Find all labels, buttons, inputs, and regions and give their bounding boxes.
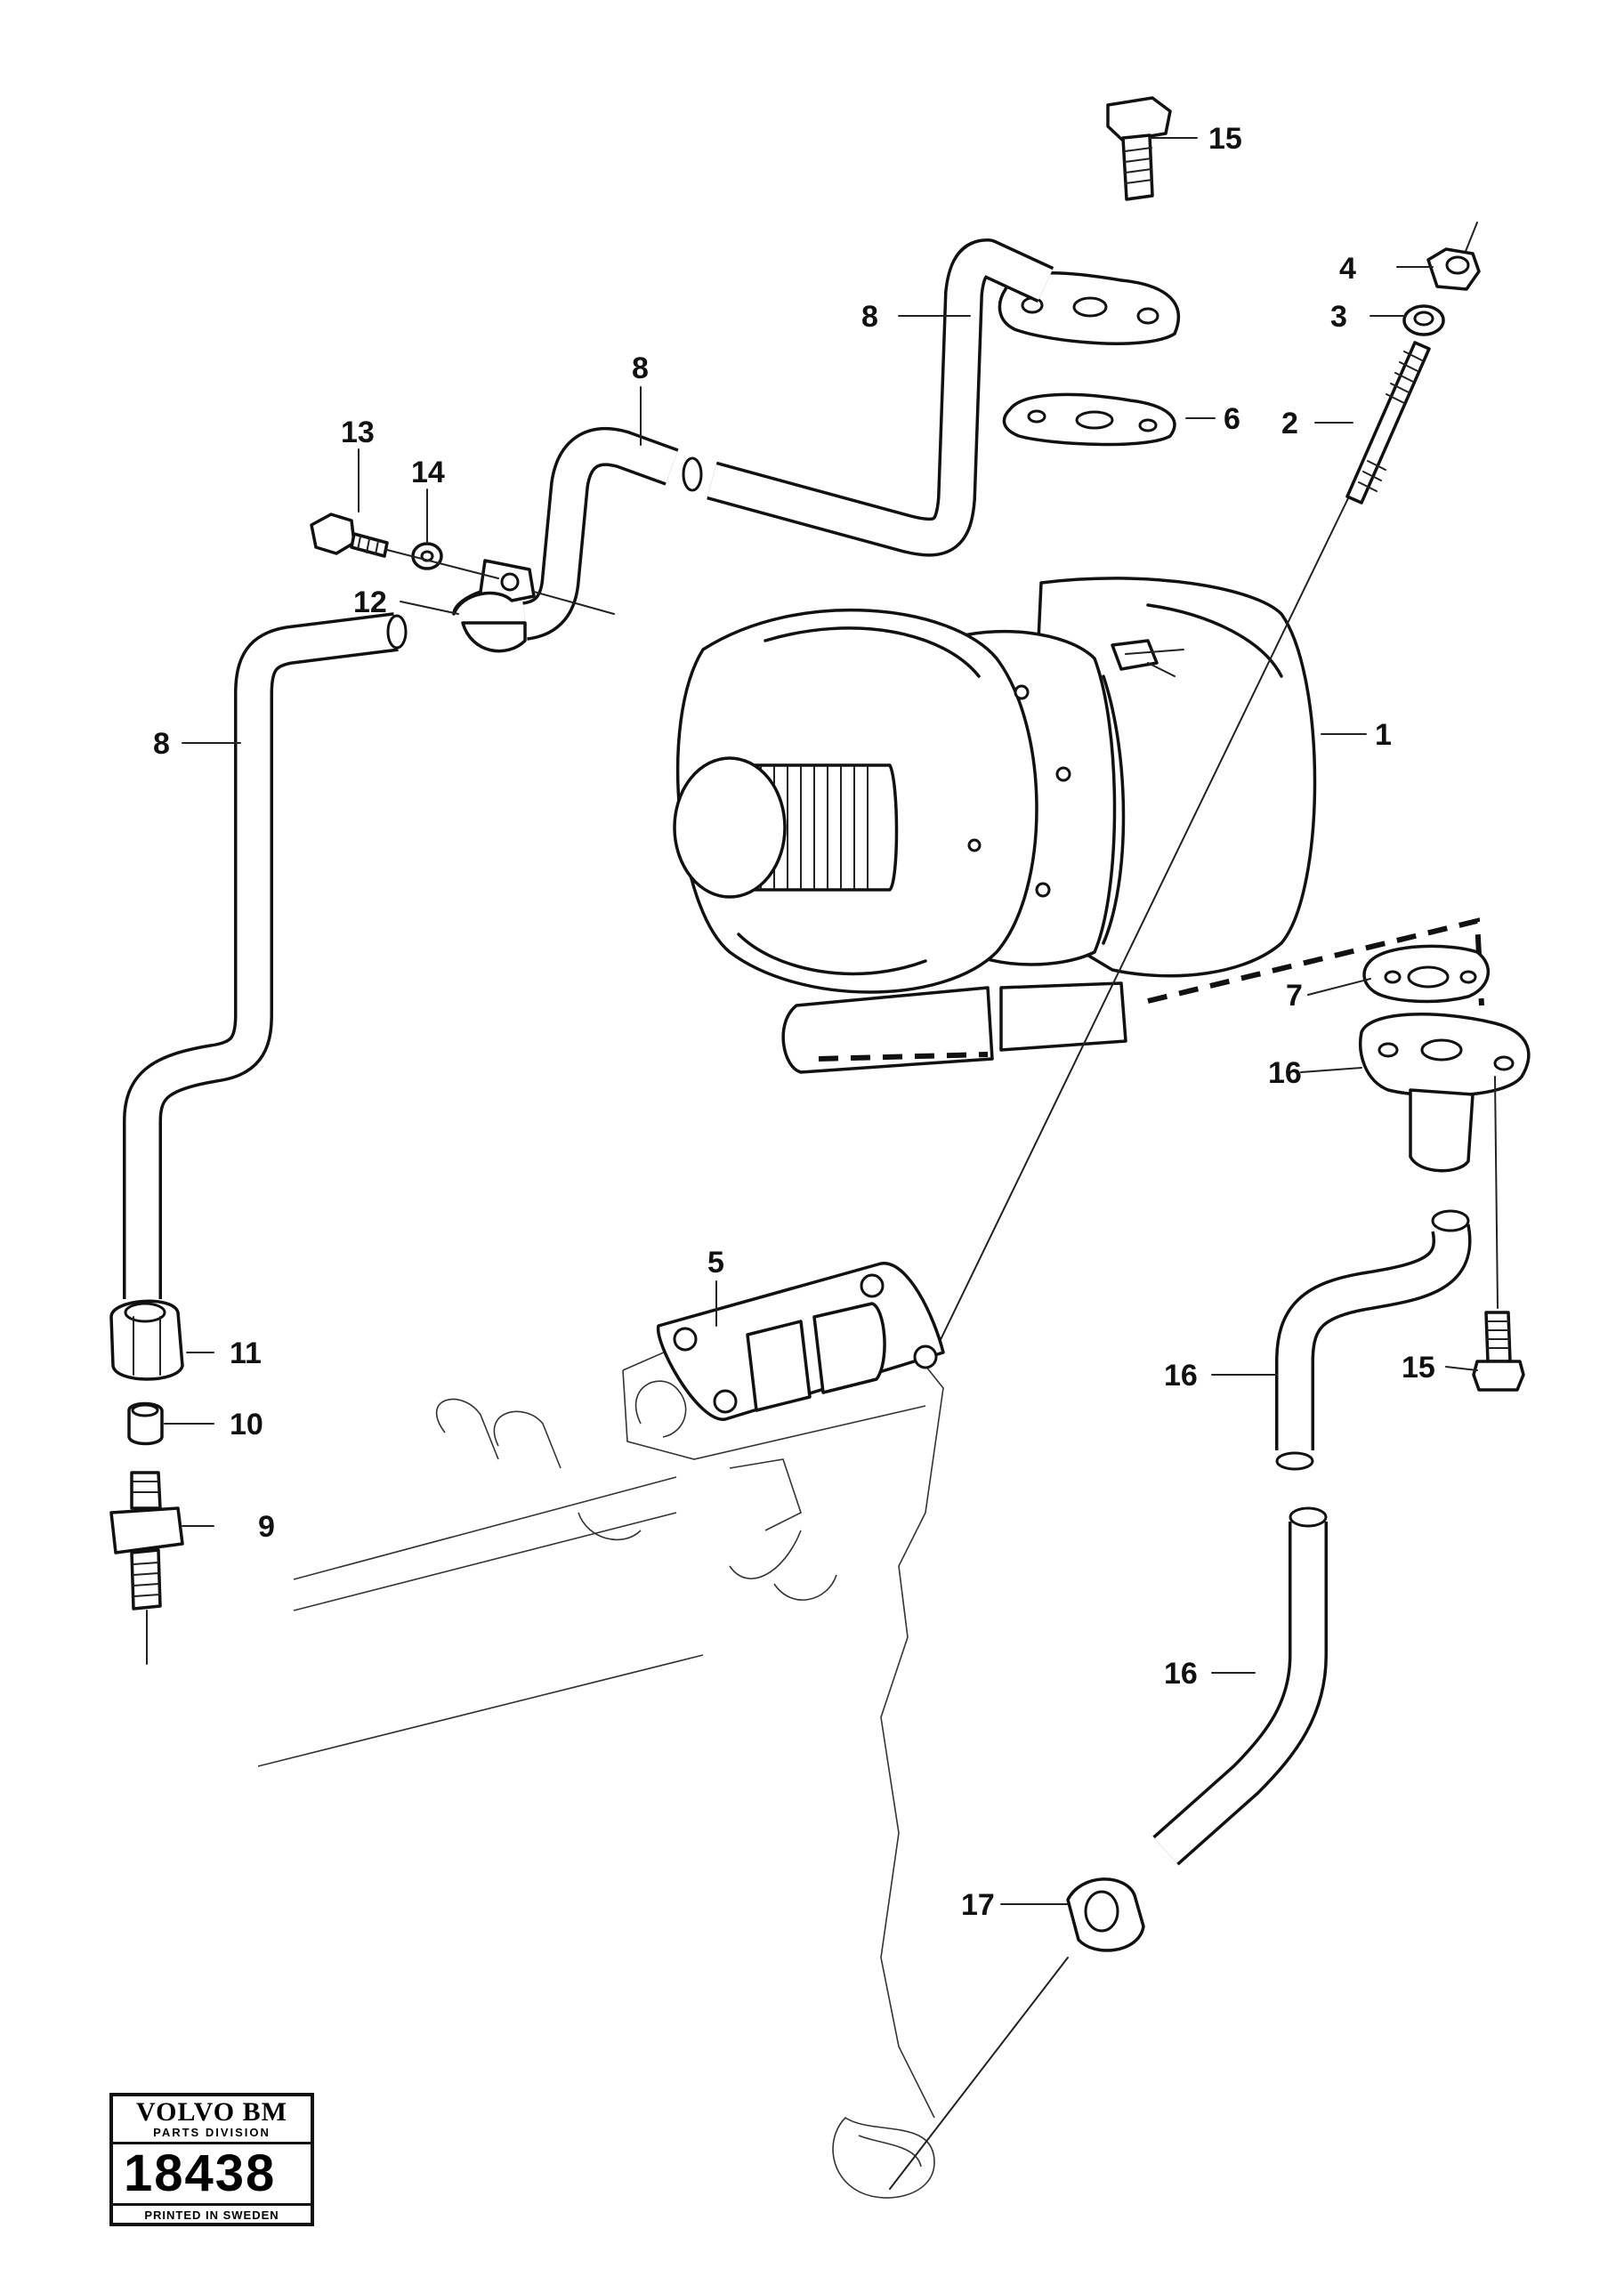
oil-delivery-pipe [123, 238, 1054, 1299]
callout-16-flange: 16 [1268, 1056, 1302, 1090]
callout-8-middle: 8 [632, 351, 649, 385]
badge-division: PARTS DIVISION [113, 2127, 311, 2144]
oil-return-gasket [1362, 944, 1491, 1004]
leader-lines [164, 137, 1478, 1905]
clamp-bolt [310, 513, 389, 558]
washer [1402, 304, 1445, 336]
callout-6: 6 [1224, 402, 1240, 436]
callout-16-hose: 16 [1164, 1359, 1198, 1393]
nut [1426, 247, 1481, 291]
callout-7: 7 [1286, 979, 1303, 1013]
volvo-bm-parts-badge: VOLVO BM PARTS DIVISION 18438 PRINTED IN… [109, 2093, 314, 2226]
callout-8-left: 8 [153, 727, 170, 761]
callout-17: 17 [961, 1888, 995, 1922]
seal-ring [889, 1877, 1145, 2190]
badge-illustration-number: 18438 [124, 2144, 277, 2202]
gasket-oil-inlet [1002, 392, 1176, 447]
stud-guide-line [933, 497, 1349, 1353]
oil-return-flange [1359, 1013, 1531, 1309]
callout-13: 13 [341, 416, 375, 449]
badge-brand: VOLVO BM [136, 2097, 287, 2127]
callout-15-lower: 15 [1402, 1351, 1435, 1385]
exhaust-flange-gasket [657, 1262, 945, 1421]
oil-return-hose [1275, 1209, 1472, 1471]
stud [1345, 341, 1431, 505]
callout-4: 4 [1339, 252, 1356, 286]
callout-15-top: 15 [1208, 122, 1242, 156]
bolt-top [1106, 96, 1172, 201]
callout-2: 2 [1281, 407, 1298, 440]
callout-11: 11 [230, 1336, 262, 1370]
badge-printed-in: PRINTED IN SWEDEN [113, 2203, 311, 2225]
bolt-lower [1472, 1311, 1525, 1392]
callout-14: 14 [411, 456, 445, 489]
callout-12: 12 [353, 585, 387, 619]
engine-block-outline [257, 1338, 944, 2199]
callout-3: 3 [1330, 300, 1347, 334]
sleeve [127, 1401, 164, 1446]
pipe-clamp [452, 559, 615, 653]
callout-9: 9 [258, 1510, 275, 1544]
callout-10: 10 [230, 1408, 263, 1441]
callout-8-upper: 8 [861, 300, 878, 334]
turbocharger [673, 577, 1484, 1074]
callout-16-pipe: 16 [1164, 1657, 1198, 1691]
union-nut [109, 1299, 184, 1381]
clamp-guide-line [386, 549, 499, 579]
oil-return-pipe [1152, 1506, 1328, 1866]
oil-inlet-flange [998, 271, 1181, 345]
clamp-washer [411, 542, 443, 570]
callout-5: 5 [707, 1246, 724, 1280]
nipple [109, 1471, 184, 1665]
callout-1: 1 [1375, 718, 1392, 752]
callout-labels: 1 2 3 4 5 6 7 8 8 8 9 10 11 12 13 14 15 … [153, 122, 1435, 1922]
